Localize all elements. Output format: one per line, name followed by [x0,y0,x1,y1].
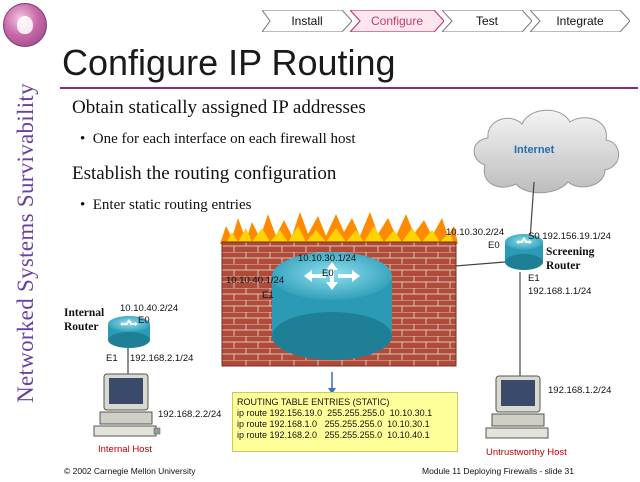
internal-router-ip: 10.10.40.2/24 [120,303,179,314]
firewall-e0-label: E0 [322,268,334,279]
screening-e0-label: E0 [488,240,500,251]
untrustworthy-host-computer-icon [485,375,549,439]
sub-bullet-1: • One for each interface on each firewal… [80,131,356,147]
internal-host-ip: 192.168.2.2/24 [158,409,222,420]
internal-router-e0-label: E0 [138,315,150,326]
bullet-2: Establish the routing configuration [72,163,337,184]
internet-cloud-icon [473,109,620,194]
flames-icon [220,212,458,244]
internal-router-e1-ip: 192.168.2.1/24 [130,353,194,364]
internal-router-icon [108,316,150,348]
internal-host-computer-icon [93,373,161,437]
process-steps: Install Configure Test Integrate [262,6,632,36]
slide-title: Configure IP Routing [62,42,396,83]
sidebar: Networked Systems Survivability [0,0,52,482]
untrustworthy-host-label: Untrustworthy Host [486,447,567,458]
step-integrate: Integrate [530,10,630,32]
footer-slide-info: Module 11 Deploying Firewalls - slide 31 [422,466,574,476]
logo-icon [3,3,47,47]
internal-router-e1-label: E1 [106,353,118,364]
internal-router-label: Internal Router [64,307,105,333]
screening-e1-label: E1 [528,273,540,284]
internet-link [529,181,535,241]
bullet-1: Obtain statically assigned IP addresses [72,97,366,118]
footer-copyright: © 2002 Carnegie Mellon University [64,466,196,476]
step-configure: Configure [350,10,444,32]
screening-router-label: Screening Router [546,246,595,272]
title-rule [60,87,638,89]
internet-label: Internet [514,144,555,156]
internal-host-label: Internal Host [98,444,152,455]
firewall-e1-label: E1 [262,290,274,301]
untrustworthy-host-ip: 192.168.1.2/24 [548,385,612,396]
routing-table-row: ip route 192.156.19.0 255.255.255.0 10.1… [237,408,433,418]
routing-table-row: ip route 192.168.2.0 255.255.255.0 10.10… [237,430,430,440]
routing-table-row: ip route 192.168.1.0 255.255.255.0 10.10… [237,419,430,429]
step-install: Install [262,10,352,32]
firewall-router-icon [272,252,392,360]
screening-e0-ip: 10.10.30.2/24 [446,227,505,238]
screening-router-icon [505,234,543,270]
screening-s0-label: S0 192.156.19.1/24 [528,231,611,242]
firewall-top-ip: 10.10.30.1/24 [298,253,357,264]
routing-table-header: ROUTING TABLE ENTRIES (STATIC) [237,397,390,407]
step-test: Test [442,10,532,32]
firewall-left-ip: 10.10.40.1/24 [226,275,285,286]
screening-e1-ip: 192.168.1.1/24 [528,286,592,297]
routing-table-note: ROUTING TABLE ENTRIES (STATIC) ip route … [232,392,458,452]
sub-bullet-2: • Enter static routing entries [80,197,252,213]
